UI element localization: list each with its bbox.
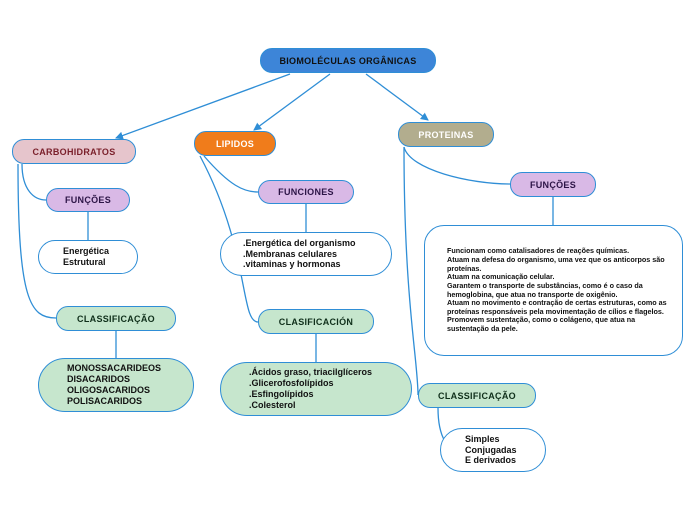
lipidos-clasificacion-label: CLASIFICACIÓN xyxy=(278,316,354,327)
link-root-lipidos xyxy=(253,73,331,131)
carbohidratos-funcoes-label: FUNÇÕES xyxy=(64,195,112,205)
carbohidratos-classificacao-text[interactable]: MONOSSACARIDEOS DISACARIDOS OLIGOSACARID… xyxy=(38,358,194,412)
carbohidratos-classificacao-node[interactable]: CLASSIFICAÇÃO xyxy=(56,306,176,331)
lipidos-node[interactable]: LIPIDOS xyxy=(194,131,276,156)
proteinas-label: PROTEINAS xyxy=(418,129,474,140)
carbohidratos-classificacao-label: CLASSIFICAÇÃO xyxy=(77,313,155,324)
lipidos-clasificacion-text[interactable]: .Ácidos graso, triacilglíceros .Glicerof… xyxy=(220,362,412,416)
lipidos-funciones-text[interactable]: .Energética del organismo .Membranas cel… xyxy=(220,232,392,276)
proteinas-classificacao-node[interactable]: CLASSIFICAÇÃO xyxy=(418,383,536,408)
carbohidratos-node[interactable]: CARBOHIDRATOS xyxy=(12,139,136,164)
carbohidratos-funcoes-content: Energética Estrutural xyxy=(63,246,110,267)
proteinas-classificacao-text[interactable]: Simples Conjugadas E derivados xyxy=(440,428,546,472)
lipidos-funciones-content: .Energética del organismo .Membranas cel… xyxy=(243,237,356,270)
lipidos-funciones-label: FUNCIONES xyxy=(278,187,334,197)
link-root-proteinas xyxy=(365,73,429,121)
link-carbo-classificacao xyxy=(17,163,57,319)
proteinas-funcoes-node[interactable]: FUNÇÕES xyxy=(510,172,596,197)
carbohidratos-funcoes-node[interactable]: FUNÇÕES xyxy=(46,188,130,212)
carbohidratos-funcoes-text[interactable]: Energética Estrutural xyxy=(38,240,138,274)
root-label: BIOMOLÉCULAS ORGÂNICAS xyxy=(279,55,417,66)
link-prot-funcoes xyxy=(403,146,511,185)
proteinas-funcoes-content: Funcionam como catalisadores de reações … xyxy=(447,246,667,334)
lipidos-clasificacion-content: .Ácidos graso, triacilglíceros .Glicerof… xyxy=(249,367,373,410)
carbohidratos-classificacao-content: MONOSSACARIDEOS DISACARIDOS OLIGOSACARID… xyxy=(67,363,162,406)
carbohidratos-label: CARBOHIDRATOS xyxy=(32,146,116,157)
link-root-carbohidratos xyxy=(115,73,291,140)
proteinas-node[interactable]: PROTEINAS xyxy=(398,122,494,147)
lipidos-clasificacion-node[interactable]: CLASIFICACIÓN xyxy=(258,309,374,334)
proteinas-funcoes-text[interactable]: Funcionam como catalisadores de reações … xyxy=(424,225,683,356)
proteinas-funcoes-label: FUNÇÕES xyxy=(529,179,577,190)
lipidos-funciones-node[interactable]: FUNCIONES xyxy=(258,180,354,204)
link-lipidos-funciones xyxy=(203,155,259,193)
link-carbo-funcoes xyxy=(21,163,47,201)
root-node[interactable]: BIOMOLÉCULAS ORGÂNICAS xyxy=(260,48,436,73)
proteinas-classificacao-label: CLASSIFICAÇÃO xyxy=(438,390,516,401)
link-prot-classificacao xyxy=(403,146,419,396)
lipidos-label: LIPIDOS xyxy=(215,138,255,149)
proteinas-classificacao-content: Simples Conjugadas E derivados xyxy=(465,433,517,466)
